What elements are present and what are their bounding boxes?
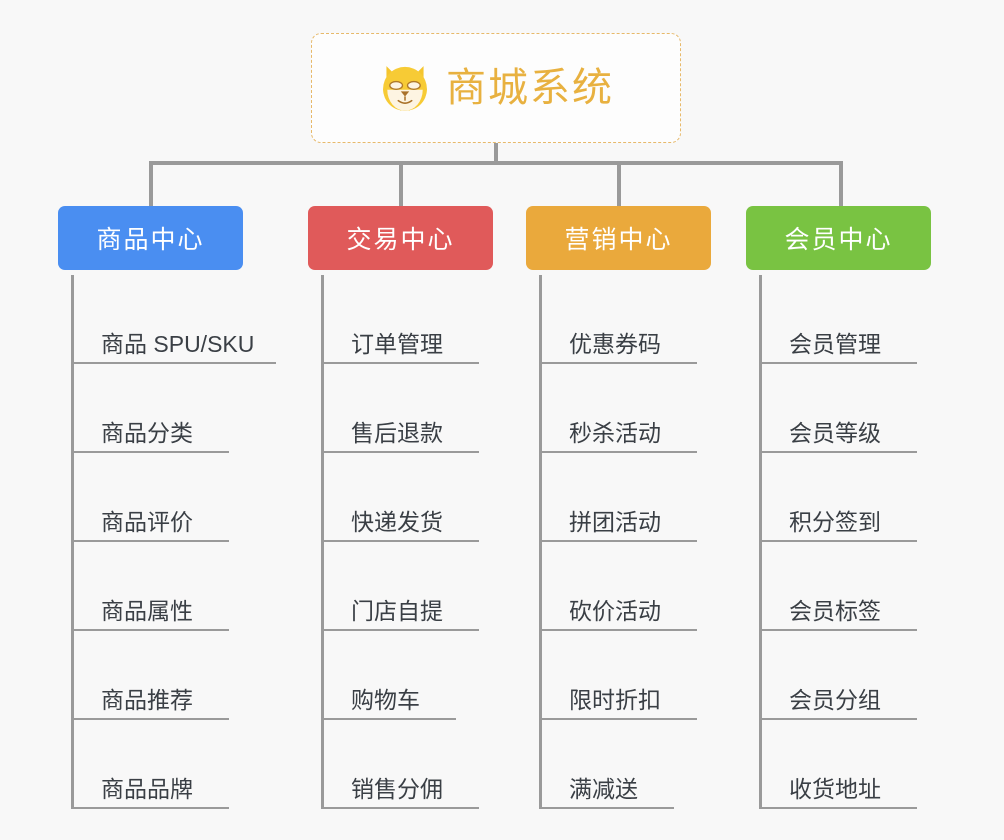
leaf-underline [542,451,697,453]
leaf-label: 商品分类 [101,419,193,446]
shiba-dog-face-icon [383,66,427,111]
leaf-label: 优惠券码 [569,330,661,357]
leaf-underline [74,362,276,364]
leaf-underline [542,629,697,631]
leaf-underline [74,629,229,631]
leaf-underline [74,451,229,453]
leaf-label: 销售分佣 [351,775,443,802]
list-item[interactable]: 收货地址 [762,720,931,809]
branch-member-center: 会员中心 会员管理 会员等级 积分签到 会员标签 会员分组 [746,206,931,809]
list-item[interactable]: 会员标签 [762,542,931,631]
list-item[interactable]: 会员等级 [762,364,931,453]
leaf-label: 售后退款 [351,419,443,446]
connector-drop-member-center [839,161,843,208]
connector-drop-product-center [149,161,153,208]
connector-horizontal-bus [149,161,843,165]
list-item[interactable]: 商品评价 [74,453,243,542]
branch-trade-center: 交易中心 订单管理 售后退款 快递发货 门店自提 购物车 [308,206,493,809]
leaf-underline [324,718,456,720]
leaf-list-marketing-center: 优惠券码 秒杀活动 拼团活动 砍价活动 限时折扣 满减送 [539,275,711,809]
branch-header-trade-center[interactable]: 交易中心 [308,206,493,270]
branch-header-label: 会员中心 [784,226,893,254]
leaf-underline [324,807,479,809]
leaf-underline [762,362,917,364]
leaf-label: 商品评价 [101,508,193,535]
leaf-label: 收货地址 [789,775,881,802]
connector-root-stem [494,143,498,163]
leaf-label: 商品 SPU/SKU [101,330,255,357]
leaf-underline [762,807,917,809]
list-item[interactable]: 会员管理 [762,275,931,364]
branch-header-label: 营销中心 [564,226,673,254]
leaf-underline [762,451,917,453]
leaf-label: 商品品牌 [101,775,193,802]
list-item[interactable]: 商品 SPU/SKU [74,275,276,364]
leaf-label: 会员管理 [789,330,881,357]
branch-header-label: 商品中心 [96,226,205,254]
root-node-mall-system[interactable]: 商城系统 [311,33,681,143]
list-item[interactable]: 商品推荐 [74,631,243,720]
list-item[interactable]: 积分签到 [762,453,931,542]
leaf-label: 商品推荐 [101,686,193,713]
leaf-underline [542,362,697,364]
leaf-label: 秒杀活动 [569,419,661,446]
leaf-underline [762,629,917,631]
list-item[interactable]: 会员分组 [762,631,931,720]
branch-header-product-center[interactable]: 商品中心 [58,206,243,270]
leaf-underline [74,718,229,720]
leaf-label: 快递发货 [351,508,443,535]
branch-product-center: 商品中心 商品 SPU/SKU 商品分类 商品评价 商品属性 商品推荐 [58,206,276,809]
leaf-underline [74,807,229,809]
connector-drop-trade-center [399,161,403,208]
leaf-underline [762,540,917,542]
leaf-label: 购物车 [351,686,420,713]
list-item[interactable]: 商品分类 [74,364,243,453]
leaf-underline [762,718,917,720]
list-item[interactable]: 砍价活动 [542,542,711,631]
leaf-underline [324,540,479,542]
leaf-list-member-center: 会员管理 会员等级 积分签到 会员标签 会员分组 收货地址 [759,275,931,809]
leaf-label: 会员标签 [789,597,881,624]
leaf-underline [542,718,697,720]
leaf-label: 砍价活动 [569,597,661,624]
list-item[interactable]: 销售分佣 [324,720,493,809]
branch-header-label: 交易中心 [346,226,455,254]
leaf-underline [542,807,674,809]
branch-marketing-center: 营销中心 优惠券码 秒杀活动 拼团活动 砍价活动 限时折扣 [526,206,711,809]
leaf-list-product-center: 商品 SPU/SKU 商品分类 商品评价 商品属性 商品推荐 商品品牌 [71,275,276,809]
list-item[interactable]: 拼团活动 [542,453,711,542]
list-item[interactable]: 优惠券码 [542,275,711,364]
leaf-label: 商品属性 [101,597,193,624]
connector-drop-marketing-center [617,161,621,208]
leaf-label: 会员分组 [789,686,881,713]
root-title: 商城系统 [446,66,614,110]
leaf-list-trade-center: 订单管理 售后退款 快递发货 门店自提 购物车 销售分佣 [321,275,493,809]
list-item[interactable]: 商品属性 [74,542,243,631]
leaf-label: 满减送 [569,775,638,802]
leaf-label: 会员等级 [789,419,881,446]
list-item[interactable]: 限时折扣 [542,631,711,720]
leaf-label: 限时折扣 [569,686,661,713]
leaf-label: 门店自提 [351,597,443,624]
leaf-label: 积分签到 [789,508,881,535]
leaf-underline [324,629,479,631]
list-item[interactable]: 门店自提 [324,542,493,631]
list-item[interactable]: 快递发货 [324,453,493,542]
list-item[interactable]: 商品品牌 [74,720,243,809]
list-item[interactable]: 售后退款 [324,364,493,453]
list-item[interactable]: 满减送 [542,720,711,809]
leaf-underline [324,451,479,453]
leaf-label: 拼团活动 [569,508,661,535]
branch-header-marketing-center[interactable]: 营销中心 [526,206,711,270]
leaf-label: 订单管理 [351,330,443,357]
leaf-underline [542,540,697,542]
branch-header-member-center[interactable]: 会员中心 [746,206,931,270]
list-item[interactable]: 秒杀活动 [542,364,711,453]
leaf-underline [324,362,479,364]
leaf-underline [74,540,229,542]
list-item[interactable]: 购物车 [324,631,493,720]
list-item[interactable]: 订单管理 [324,275,493,364]
